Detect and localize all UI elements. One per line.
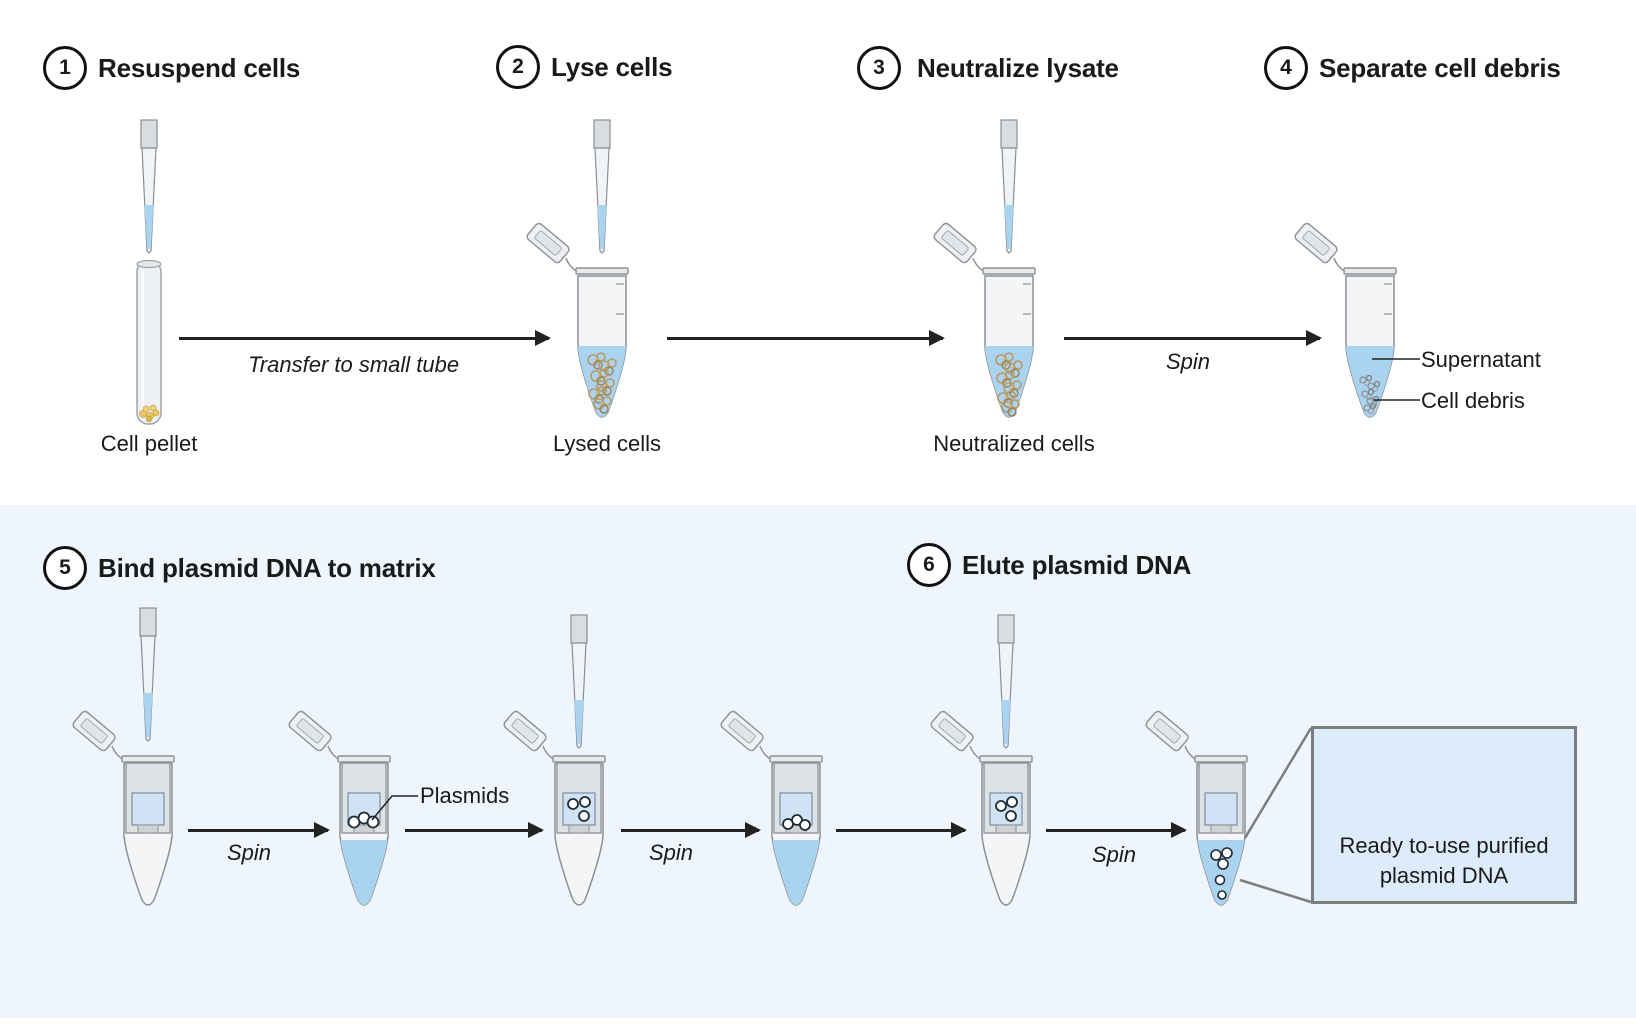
arrow-transfer — [179, 330, 551, 346]
step-2-heading: 2 Lyse cells — [496, 45, 673, 89]
purified-dna-callout: Ready to-use purified plasmid DNA — [1311, 726, 1577, 904]
culture-tube — [136, 259, 162, 425]
arrow-spin-3 — [621, 822, 761, 838]
arrow-wash — [405, 822, 544, 838]
tube-lysed-cells — [524, 221, 629, 426]
step-4-heading: 4 Separate cell debris — [1264, 46, 1561, 90]
step-3-heading: 3 Neutralize lysate — [857, 46, 1119, 90]
step-title: Separate cell debris — [1319, 52, 1561, 83]
step-number: 5 — [43, 546, 87, 590]
step-number: 6 — [907, 543, 951, 587]
step-6-heading: 6 Elute plasmid DNA — [907, 543, 1191, 587]
cell-debris-label: Cell debris — [1421, 388, 1525, 413]
spin-label-1: Spin — [1166, 349, 1211, 374]
pipette-step-1 — [140, 119, 158, 254]
tube-elution — [928, 709, 1033, 905]
plasmid-cluster — [347, 811, 380, 829]
step-number: 4 — [1264, 46, 1308, 90]
tube-plasmids-bound — [286, 709, 391, 920]
step-title: Neutralize lysate — [917, 52, 1119, 83]
arrow-elute — [836, 822, 967, 838]
cell-pellet — [139, 404, 160, 423]
step-1-heading: 1 Resuspend cells — [43, 46, 300, 90]
step-title: Elute plasmid DNA — [962, 549, 1192, 580]
neutralized-cells-label: Neutralized cells — [933, 431, 1095, 456]
zoom-line-top — [1243, 727, 1313, 839]
arrow-spin-2 — [188, 822, 330, 838]
pipette-step-3 — [1000, 119, 1018, 254]
spin-label-4: Spin — [1092, 842, 1137, 867]
cell-pellet-label: Cell pellet — [100, 431, 198, 456]
arrow-spin-4 — [1046, 822, 1187, 838]
pipette-step-6 — [997, 614, 1015, 749]
step-5-heading: 5 Bind plasmid DNA to matrix — [43, 546, 436, 590]
tube-wash — [501, 709, 606, 905]
step-title: Bind plasmid DNA to matrix — [98, 552, 436, 583]
tube-separated — [1292, 221, 1397, 426]
step-title: Lyse cells — [551, 51, 673, 82]
callout-text: Ready to-use purified plasmid DNA — [1339, 833, 1549, 888]
zoom-line-bottom — [1239, 878, 1312, 904]
tube-washed — [718, 709, 823, 920]
plasmids-leader — [371, 795, 418, 821]
pipette-step-2 — [593, 119, 611, 254]
transfer-label: Transfer to small tube — [248, 352, 460, 377]
step-number: 1 — [43, 46, 87, 90]
lysed-cells-label: Lysed cells — [552, 431, 662, 456]
step-number: 2 — [496, 45, 540, 89]
spin-label-2: Spin — [227, 840, 272, 865]
step-number: 3 — [857, 46, 901, 90]
spin-label-3: Spin — [649, 840, 694, 865]
arrow-spin-1 — [1064, 330, 1322, 346]
tube-column-load — [70, 709, 175, 905]
tube-neutralized-cells — [931, 221, 1036, 426]
supernatant-label: Supernatant — [1421, 347, 1541, 372]
plasmids-label: Plasmids — [420, 783, 510, 808]
pipette-wash — [570, 614, 588, 749]
arrow-lyse-to-neutralize — [667, 330, 945, 346]
pipette-step-5 — [139, 607, 157, 742]
tube-purified-dna — [1143, 709, 1248, 920]
step-title: Resuspend cells — [98, 52, 301, 83]
